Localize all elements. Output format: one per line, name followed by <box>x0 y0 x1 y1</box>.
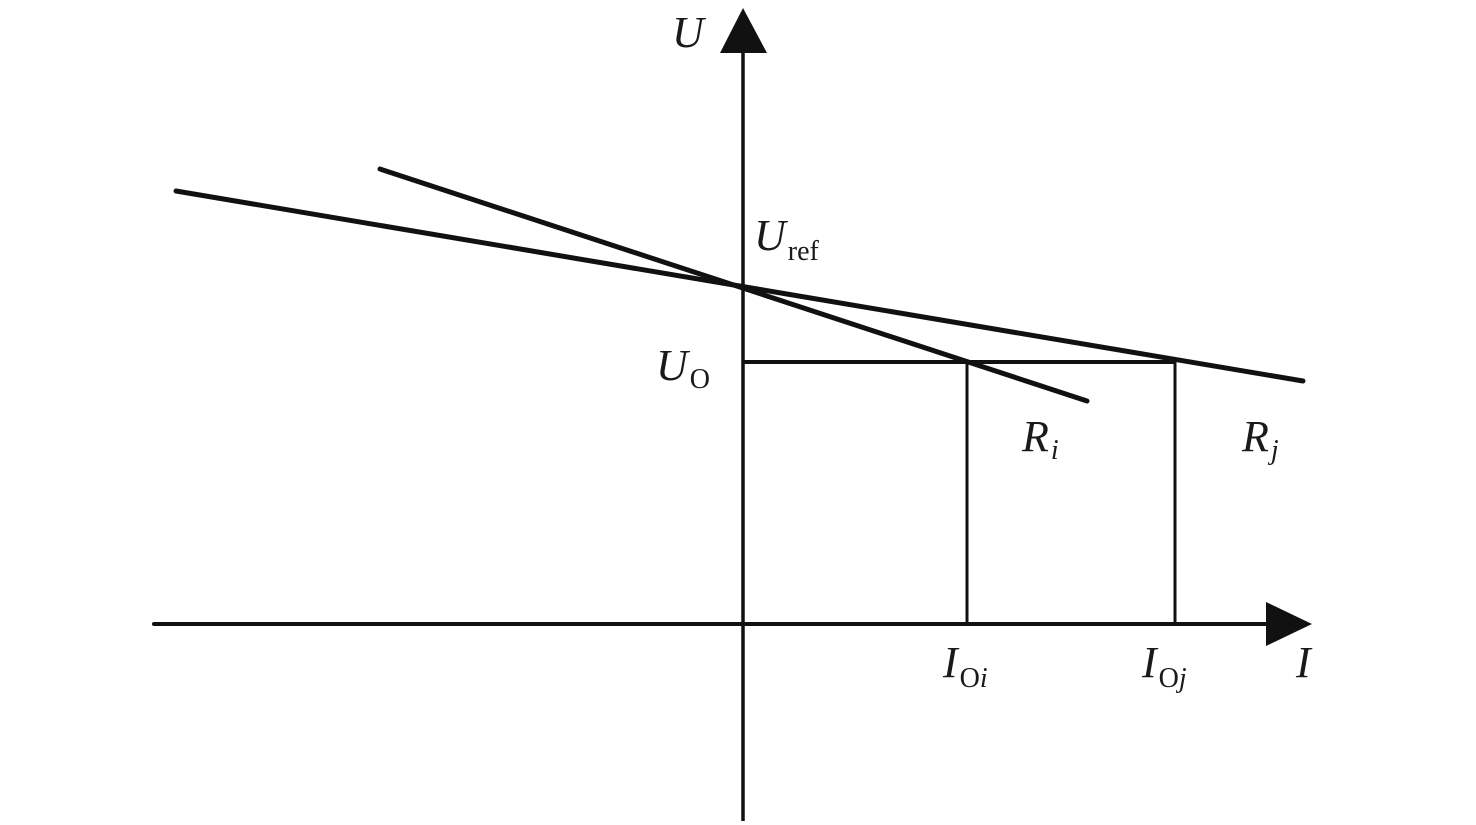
y-axis <box>720 8 767 821</box>
u-o-label: UO <box>656 341 710 395</box>
x-axis-label: I <box>1295 638 1313 687</box>
droop-line-ri <box>377 166 1090 404</box>
r-j-label: Rj <box>1241 412 1279 466</box>
r-i-label: Ri <box>1021 412 1059 466</box>
i-oi-label: IOi <box>942 638 988 694</box>
u-ref-label: Uref <box>754 211 820 267</box>
y-axis-label: U <box>672 8 707 57</box>
x-axis <box>152 602 1312 646</box>
x-axis-arrow-icon <box>1266 602 1312 646</box>
y-axis-arrow-icon <box>720 8 767 53</box>
i-oj-label: IOj <box>1141 638 1187 694</box>
